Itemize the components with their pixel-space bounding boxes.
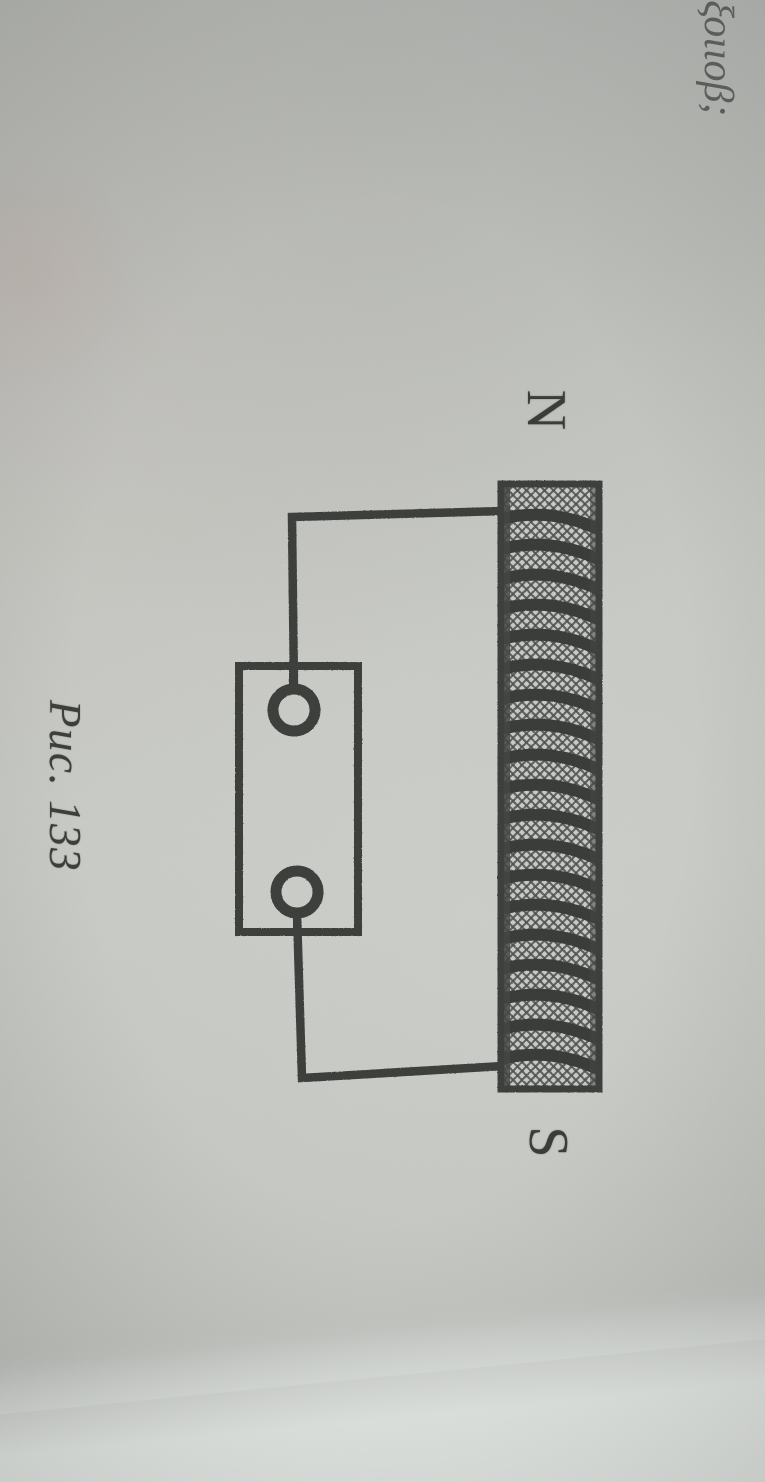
device-body [235, 662, 362, 936]
margin-text: ξοιιοβ; [695, 0, 741, 117]
north-pole-label: N [515, 389, 577, 431]
figure-caption: Рис. 133 [40, 700, 90, 872]
south-pole-label: S [517, 1126, 579, 1158]
solenoid [497, 480, 603, 1093]
terminal-lower [270, 865, 324, 932]
terminal-upper [267, 668, 321, 737]
wire-lower [292, 909, 508, 1083]
